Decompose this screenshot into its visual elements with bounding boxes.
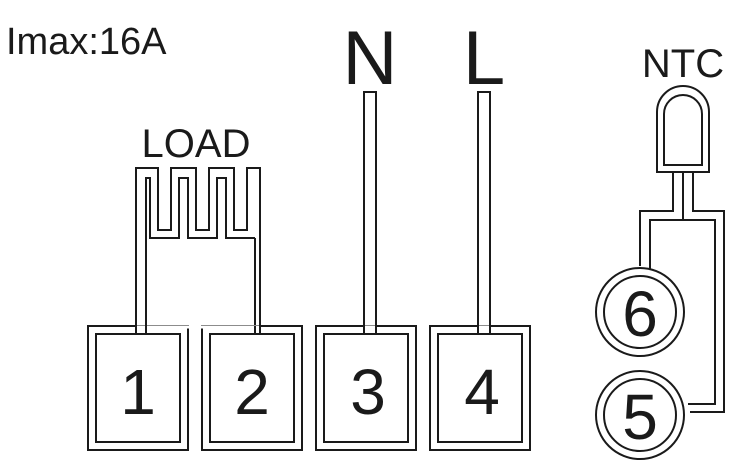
terminal-3: 3: [315, 325, 417, 451]
terminal-4-number: 4: [464, 356, 500, 428]
neutral-wire: [363, 91, 377, 326]
terminal-2: 2: [201, 325, 303, 451]
ntc-terminal-6: 6: [595, 267, 685, 357]
load-label: LOAD: [142, 122, 251, 166]
neutral-label: N: [343, 16, 398, 101]
live-wire: [477, 91, 491, 326]
terminal-block: 1 2 3 4: [87, 325, 531, 451]
ntc-sensor-symbol: [639, 85, 725, 413]
terminal-2-number: 2: [234, 356, 270, 428]
ntc-label: NTC: [642, 42, 724, 86]
max-current-label: Imax:16A: [6, 21, 167, 63]
ntc-terminal-5-number: 5: [622, 381, 658, 453]
terminal-3-number: 3: [350, 356, 386, 428]
ntc-terminal-5: 5: [595, 370, 685, 460]
terminal-1: 1: [87, 325, 189, 451]
load-heater-symbol: [135, 167, 261, 326]
live-label: L: [463, 16, 505, 101]
terminal-4: 4: [429, 325, 531, 451]
ntc-terminal-6-number: 6: [622, 278, 658, 350]
terminal-1-number: 1: [120, 356, 156, 428]
